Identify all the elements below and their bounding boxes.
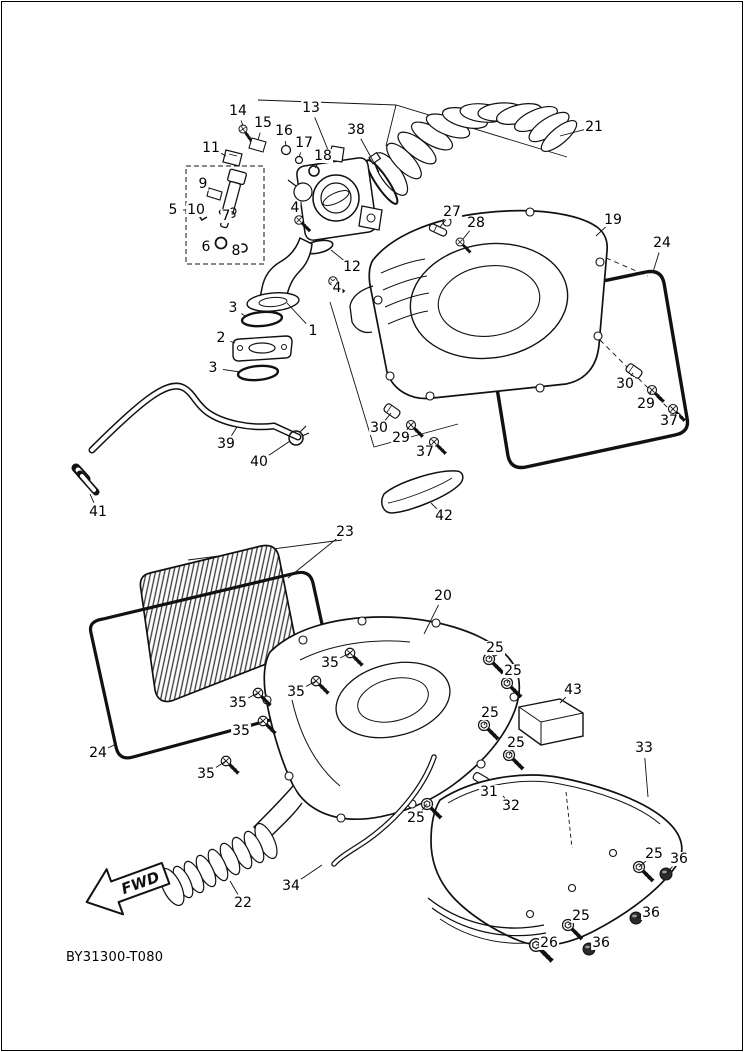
part-callout: 26 (539, 935, 559, 951)
part-callout: 35 (196, 766, 216, 782)
part-callout: 29 (391, 430, 411, 446)
gasket-plate-2 (232, 335, 293, 362)
part-callout: 40 (249, 454, 269, 470)
part-callout: 3 (207, 360, 219, 376)
intake-snorkel-duct (159, 822, 278, 907)
part-callout: 3 (227, 300, 239, 316)
part-callout: 2 (215, 330, 227, 346)
part-callout: 38 (346, 122, 366, 138)
throttle-small-parts (235, 123, 320, 177)
part-callout: 30 (369, 420, 389, 436)
part-callout: 32 (501, 798, 521, 814)
part-callout: 29 (636, 396, 656, 412)
part-callout: 14 (228, 103, 248, 119)
part-callout: 35 (320, 655, 340, 671)
breather-hose (88, 382, 310, 454)
part-callout: 17 (294, 135, 314, 151)
collar-and-screw-27-28 (428, 223, 473, 255)
part-callout: 25 (480, 705, 500, 721)
part-callout: 16 (274, 123, 294, 139)
part-callout: 25 (406, 810, 426, 826)
part-callout: 39 (216, 436, 236, 452)
part-callout: 15 (253, 115, 273, 131)
duct-seal-42 (381, 470, 464, 514)
fwd-arrow: FWD (85, 861, 171, 916)
part-callout: 25 (506, 735, 526, 751)
o-ring-6 (214, 236, 228, 250)
part-callout: 31 (479, 784, 499, 800)
part-callout: 43 (563, 682, 583, 698)
part-callout: 33 (634, 740, 654, 756)
part-callout: 11 (201, 140, 221, 156)
part-callout: 18 (313, 148, 333, 164)
part-callout: 36 (591, 935, 611, 951)
part-callout: 34 (281, 878, 301, 894)
throttle-body (235, 123, 383, 255)
part-callout: 30 (615, 376, 635, 392)
part-callout: 41 (88, 504, 108, 520)
part-callout: 10 (186, 202, 206, 218)
part-callout: 37 (659, 413, 679, 429)
part-callout: 20 (433, 588, 453, 604)
part-callout: 35 (228, 695, 248, 711)
drawing-number: BY31300-T080 (66, 950, 164, 965)
hose-clamp-40 (288, 430, 304, 446)
part-callout: 4 (289, 200, 301, 216)
part-callout: 35 (231, 723, 251, 739)
part-callout: 9 (197, 176, 209, 192)
part-callout: 12 (342, 259, 362, 275)
part-callout: 24 (88, 745, 108, 761)
fuel-injector-assembly (185, 149, 265, 265)
part-callout: 36 (641, 905, 661, 921)
part-callout: 8 (230, 243, 242, 259)
part-callout: 25 (571, 908, 591, 924)
part-callout: 4 (331, 280, 343, 296)
part-callout: 35 (286, 684, 306, 700)
intake-manifold-joint (246, 214, 347, 312)
hose-clamp-38 (365, 151, 399, 205)
part-callout: 36 (669, 851, 689, 867)
duct-cover-43 (518, 698, 584, 746)
part-callout: 25 (644, 846, 664, 862)
part-callout: 37 (415, 444, 435, 460)
o-ring-3a (240, 310, 284, 328)
part-callout: 24 (652, 235, 672, 251)
part-callout: 28 (466, 215, 486, 231)
air-cleaner-case-upper (349, 207, 609, 401)
part-callout: 19 (603, 212, 623, 228)
drain-pipe-34 (331, 754, 437, 867)
part-callout: 6 (200, 239, 212, 255)
corrugated-intake-hose (365, 102, 578, 205)
side-cover-panel (430, 774, 683, 947)
part-callout: 25 (503, 663, 523, 679)
part-callout: 13 (301, 100, 321, 116)
injector-bracket-9 (206, 187, 223, 201)
part-callout: 7 (220, 208, 232, 224)
manifold-gaskets (232, 310, 293, 382)
part-callout: 21 (584, 119, 604, 135)
part-callout: 25 (485, 640, 505, 656)
part-callout: 1 (307, 323, 319, 339)
part-callout: 42 (434, 508, 454, 524)
drain-hose-end-41 (71, 463, 100, 496)
part-callout: 5 (167, 202, 179, 218)
part-callout: 27 (442, 204, 462, 220)
injector-connector-11 (222, 149, 243, 167)
part-callout: 23 (335, 524, 355, 540)
part-callout: 22 (233, 895, 253, 911)
o-ring-3b (236, 364, 280, 382)
